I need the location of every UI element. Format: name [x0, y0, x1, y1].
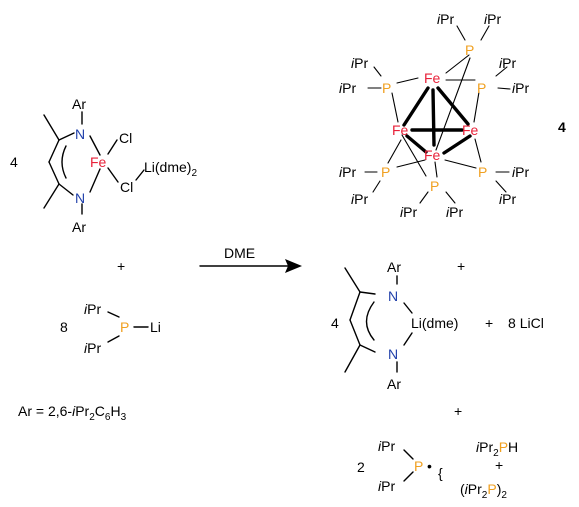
- plus-sign-left: +: [117, 258, 125, 274]
- lithium-dme-label: Li(dme)2: [144, 159, 197, 179]
- chlorine-bottom-atom: Cl: [120, 179, 133, 195]
- cluster-ipr: iPr: [484, 11, 501, 27]
- cluster-ipr: iPr: [512, 80, 529, 96]
- reactant-coefficient: 4: [10, 154, 18, 170]
- phosphide-coefficient: 8: [60, 319, 68, 335]
- products-plus-sign: +: [495, 457, 503, 473]
- cluster-ipr: iPr: [339, 164, 356, 180]
- reaction-arrow: DME: [199, 245, 302, 273]
- phosphorus-atom: P: [120, 319, 129, 335]
- plus-sign-middle-right: +: [485, 315, 493, 331]
- cluster-phosphorus-upper-right: P: [477, 80, 486, 96]
- lithium-dme-label: Li(dme): [411, 315, 458, 331]
- ar-top-label: Ar: [72, 96, 86, 112]
- ar-definition: Ar = 2,6-iPr2C6H3: [18, 403, 127, 423]
- li-nacnac-complex: 4 Ar N Li(dme) N Ar: [331, 259, 458, 392]
- cluster-ipr: iPr: [446, 204, 463, 220]
- nitrogen-top-atom: N: [388, 288, 398, 304]
- radical-dot: •: [427, 458, 432, 474]
- ar-top-label: Ar: [387, 259, 401, 275]
- phosphinyl-radical: 2 iPr P • iPr { iPr2PH + (iPr2P)2: [357, 438, 518, 501]
- cluster-ipr: iPr: [339, 80, 356, 96]
- plus-sign-bottom-right: +: [454, 403, 462, 419]
- chlorine-top-atom: Cl: [119, 130, 132, 146]
- compound-number-4: 4: [558, 119, 566, 135]
- licl-label: 8 LiCl: [508, 315, 544, 331]
- phosphide-ipr-top: iPr: [84, 301, 101, 317]
- iron-atom: Fe: [90, 154, 107, 170]
- radical-ipr-top: iPr: [378, 438, 395, 454]
- plus-sign-top-right: +: [457, 258, 465, 274]
- arrow-solvent-label: DME: [224, 245, 255, 261]
- diphosphine-label: (iPr2P)2: [460, 481, 507, 501]
- cluster-ipr: iPr: [499, 55, 516, 71]
- cluster-phosphorus-lower-left: P: [381, 164, 390, 180]
- ar-bottom-label: Ar: [387, 376, 401, 392]
- cluster-phosphorus-top: P: [465, 42, 474, 58]
- cluster-ipr: iPr: [400, 204, 417, 220]
- cluster-iron-top: Fe: [424, 70, 441, 86]
- radical-coefficient: 2: [357, 459, 365, 475]
- lithium-diisopropylphosphide: 8 iPr P Li iPr: [60, 301, 161, 356]
- iron-phosphide-cluster: Fe Fe Fe Fe P P P P P P iPr iPr iPr iPr …: [339, 11, 566, 220]
- cluster-iron-bottom: Fe: [424, 147, 441, 163]
- fe-nacnac-complex: 4 Ar N Fe N Ar Cl Cl Li(dme)2: [10, 96, 197, 235]
- cluster-iron-right: Fe: [462, 122, 479, 138]
- li-complex-coefficient: 4: [331, 315, 339, 331]
- ar-bottom-label: Ar: [72, 219, 86, 235]
- product-brace: {: [438, 465, 443, 481]
- cluster-ipr: iPr: [437, 11, 454, 27]
- phosphide-ipr-bottom: iPr: [84, 340, 101, 356]
- cluster-iron-left: Fe: [392, 122, 409, 138]
- diisopropylphosphine-label: iPr2PH: [476, 439, 518, 459]
- nitrogen-top-atom: N: [75, 126, 85, 142]
- cluster-phosphorus-upper-left: P: [382, 80, 391, 96]
- cluster-ipr: iPr: [499, 191, 516, 207]
- cluster-phosphorus-lower-right: P: [478, 164, 487, 180]
- cluster-ipr: iPr: [351, 55, 368, 71]
- cluster-ipr: iPr: [512, 164, 529, 180]
- cluster-phosphorus-bottom: P: [430, 178, 439, 194]
- nitrogen-bottom-atom: N: [75, 190, 85, 206]
- cluster-ipr: iPr: [351, 191, 368, 207]
- lithium-atom: Li: [150, 319, 161, 335]
- radical-ipr-bottom: iPr: [378, 478, 395, 494]
- nitrogen-bottom-atom: N: [388, 346, 398, 362]
- radical-phosphorus: P: [414, 458, 423, 474]
